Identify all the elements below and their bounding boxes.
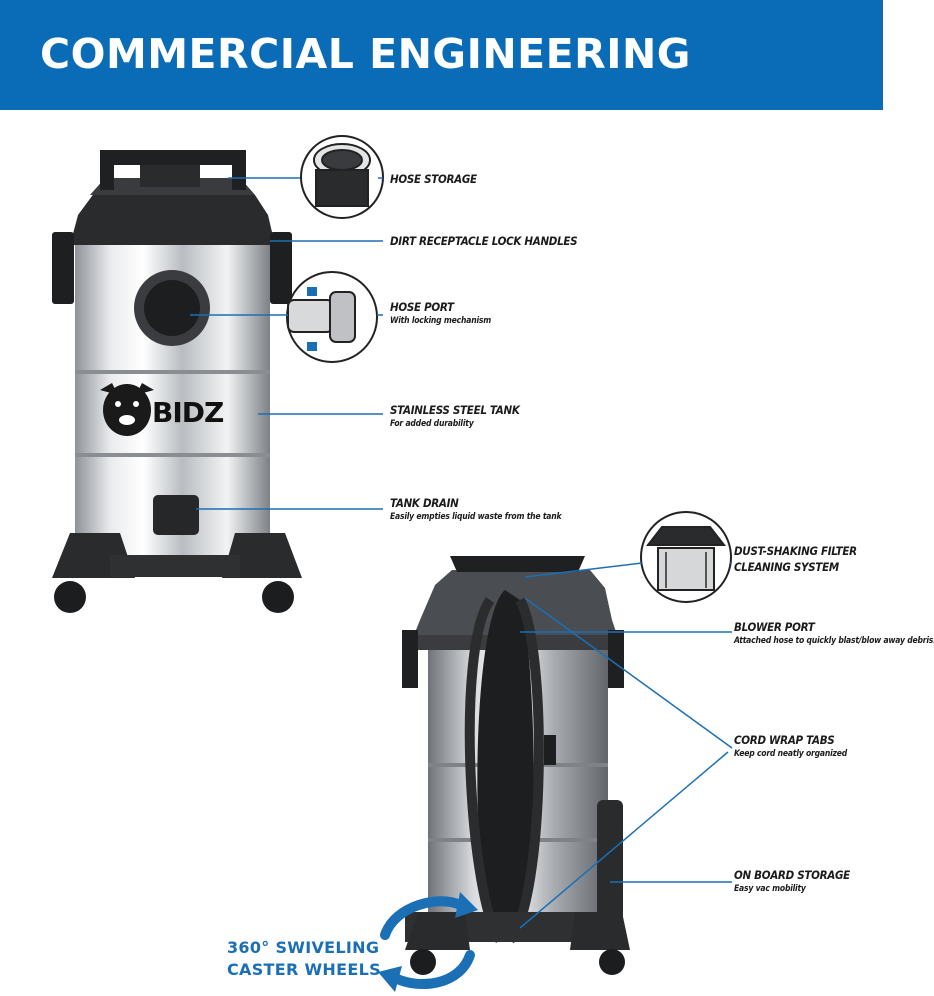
wheel-icon xyxy=(54,581,86,613)
callout-onboard-storage: ON BOARD STORAGE Easy vac mobility xyxy=(734,868,850,894)
callout-subtitle: Keep cord neatly organized xyxy=(734,749,848,759)
inset-hose-storage xyxy=(300,135,384,219)
left-vacuum xyxy=(52,150,302,613)
wheel-icon xyxy=(262,581,294,613)
callout-subtitle: Attached hose to quickly blast/blow away… xyxy=(734,636,934,646)
callout-title-line2: CLEANING SYSTEM xyxy=(734,560,839,574)
callout-tank-drain: TANK DRAIN Easily empties liquid waste f… xyxy=(390,496,562,522)
inset-hose-port xyxy=(286,271,378,363)
left-tank-drain xyxy=(153,495,199,535)
logo-dog-icon xyxy=(100,383,154,436)
callout-subtitle: For added durability xyxy=(390,419,474,429)
callout-hose-port: HOSE PORT With locking mechanism xyxy=(390,300,491,326)
callout-subtitle: Easily empties liquid waste from the tan… xyxy=(390,512,562,522)
callout-steel-tank: STAINLESS STEEL TANK For added durabilit… xyxy=(390,403,520,429)
caster-wheels-label: 360° SWIVELING CASTER WHEELS xyxy=(227,937,381,981)
wheel-icon xyxy=(410,949,436,975)
callout-title: ON BOARD STORAGE xyxy=(734,868,850,882)
callout-title: CORD WRAP TABS xyxy=(734,733,835,747)
lock-icon xyxy=(307,287,317,351)
brand-logo-text: BIDZ xyxy=(152,396,224,429)
callout-title: DIRT RECEPTACLE LOCK HANDLES xyxy=(390,234,578,248)
callout-title: HOSE STORAGE xyxy=(390,172,477,186)
caster-line1: 360° SWIVELING xyxy=(227,938,380,957)
right-lock-handle xyxy=(270,232,292,304)
right-base-foot xyxy=(222,533,302,578)
callout-title: BLOWER PORT xyxy=(734,620,815,634)
callout-title: TANK DRAIN xyxy=(390,496,459,510)
callout-filter: DUST-SHAKING FILTER CLEANING SYSTEM xyxy=(734,544,857,574)
callout-title: DUST-SHAKING FILTER xyxy=(734,544,857,558)
inset-filter xyxy=(640,511,732,603)
callout-hose-storage: HOSE STORAGE xyxy=(390,172,477,186)
wheel-icon xyxy=(599,949,625,975)
left-lock-handle xyxy=(52,232,74,304)
callout-subtitle: With locking mechanism xyxy=(390,316,491,326)
callout-lock-handles: DIRT RECEPTACLE LOCK HANDLES xyxy=(390,234,578,248)
callout-blower-port: BLOWER PORT Attached hose to quickly bla… xyxy=(734,620,934,646)
banner-title: COMMERCIAL ENGINEERING xyxy=(40,30,691,78)
right-vacuum xyxy=(402,556,630,975)
caster-line2: CASTER WHEELS xyxy=(227,960,381,979)
swivel-arrow-icon xyxy=(380,896,475,989)
callout-title: HOSE PORT xyxy=(390,300,454,314)
left-handle xyxy=(108,150,238,165)
onboard-storage-tube xyxy=(597,800,623,935)
header-banner: COMMERCIAL ENGINEERING xyxy=(0,0,883,110)
callout-title: STAINLESS STEEL TANK xyxy=(390,403,520,417)
cord-wrap xyxy=(477,590,535,937)
callout-subtitle: Easy vac mobility xyxy=(734,884,806,894)
callout-lines xyxy=(190,177,733,929)
right-handle xyxy=(450,556,585,572)
callout-cord-wrap: CORD WRAP TABS Keep cord neatly organize… xyxy=(734,733,847,759)
